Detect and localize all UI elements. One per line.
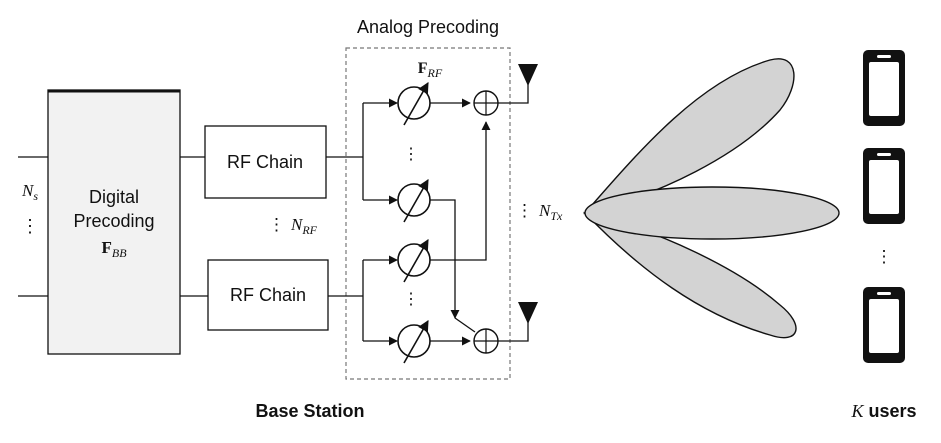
rf-chain-box-1 <box>204 125 327 199</box>
rf-chain-label-2: RF Chain <box>230 285 306 305</box>
digital-precoding-box <box>47 89 181 355</box>
tx-count-label: ⋮NTx <box>516 201 563 223</box>
adder2-to-antenna <box>498 320 529 342</box>
phone-icon <box>863 50 905 126</box>
digital-precoding-line2: Precoding <box>73 211 154 231</box>
rf-chain-box-2 <box>207 259 329 331</box>
beam-lobe <box>583 58 795 215</box>
streams-label: Ns <box>21 181 38 203</box>
phase-shifter-icon <box>397 179 431 223</box>
rf-count-label: ⋮NRF <box>268 215 318 237</box>
adder-icon <box>473 90 499 116</box>
antenna-icon <box>518 302 538 324</box>
analog-matrix-label: FRF <box>418 60 443 80</box>
beam-lobe <box>584 186 840 240</box>
beam-pattern <box>582 58 840 339</box>
ps2-to-adder2 <box>430 199 460 319</box>
adder-icon <box>473 328 499 354</box>
users-dots: ⋮ <box>876 247 893 266</box>
ps-dots-lower: ⋮ <box>403 291 419 308</box>
beam-lobe <box>582 211 797 339</box>
analog-precoding-title: Analog Precoding <box>357 17 499 37</box>
digital-precoding-line1: Digital <box>89 187 139 207</box>
phase-shifter-icon <box>397 320 431 364</box>
phone-icon <box>863 287 905 363</box>
antenna-icon <box>518 64 538 86</box>
adder1-to-antenna <box>498 82 529 104</box>
phase-shifter-icon <box>397 82 431 126</box>
rf-chain-label-1: RF Chain <box>227 152 303 172</box>
base-station-label: Base Station <box>255 401 364 421</box>
ps3-to-adder1 <box>430 121 491 261</box>
ps-dots-upper: ⋮ <box>403 146 419 163</box>
analog-precoding-box <box>345 47 511 380</box>
digital-matrix-label: FBB <box>101 238 127 260</box>
phone-icon <box>863 148 905 224</box>
phase-shifter-icon <box>397 239 431 283</box>
users-label: K users <box>850 401 916 421</box>
streams-dots: ⋮ <box>21 216 39 236</box>
ps2-join-line <box>454 317 476 333</box>
